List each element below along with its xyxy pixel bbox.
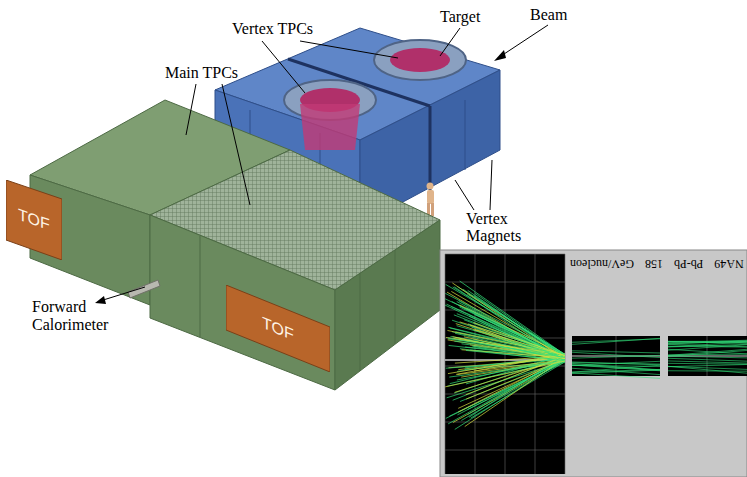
beam-label: Beam bbox=[530, 6, 567, 24]
event-display-caption: NA49 Pb-Pb 158 GeV/nucleon bbox=[570, 257, 744, 271]
part-label: Main TPCs bbox=[165, 64, 238, 82]
target-label: Target bbox=[440, 8, 480, 26]
tof-plate: TOF bbox=[226, 285, 330, 372]
part-label: Forward Calorimeter bbox=[32, 298, 128, 334]
tof-plate: TOF bbox=[6, 180, 62, 260]
part-label: Vertex TPCs bbox=[232, 20, 313, 38]
part-label: Vertex Magnets bbox=[466, 210, 532, 244]
